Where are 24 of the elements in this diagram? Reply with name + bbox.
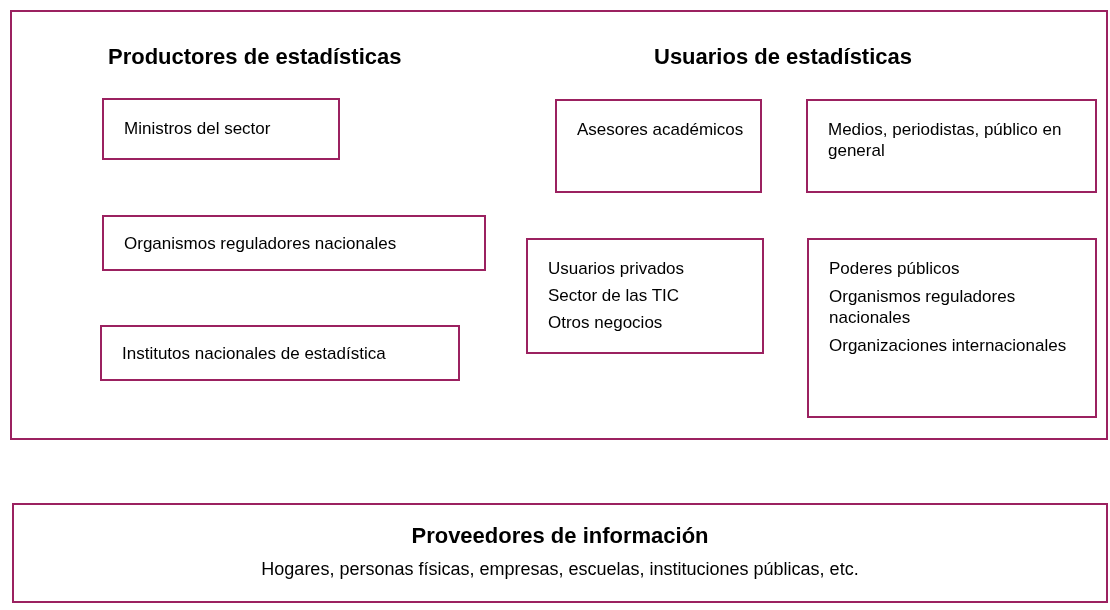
role-text: Institutos nacionales de estadística <box>122 343 387 364</box>
role-box <box>526 238 764 354</box>
role-text: Usuarios privados <box>548 258 686 279</box>
provider-panel <box>12 503 1108 603</box>
role-text: Organizaciones internacionales <box>829 335 1068 356</box>
role-text: Otros negocios <box>548 312 664 333</box>
column-heading: Usuarios de estadísticas <box>654 44 912 70</box>
role-box <box>807 238 1097 418</box>
role-box <box>806 99 1097 193</box>
role-box <box>100 325 460 381</box>
role-box <box>102 215 486 271</box>
role-text: Sector de las TIC <box>548 285 681 306</box>
group-panel <box>10 10 1108 440</box>
role-text: Organismos reguladores nacionales <box>829 286 1017 328</box>
role-box <box>102 98 340 160</box>
role-box <box>555 99 762 193</box>
role-text: Organismos reguladores nacionales <box>124 233 398 254</box>
role-text: Medios, periodistas, público en general <box>828 119 1063 161</box>
column-heading: Productores de estadísticas <box>108 44 402 70</box>
provider-list: Hogares, personas físicas, empresas, escuelas, instituciones públicas, etc. <box>14 559 1106 580</box>
role-text: Poderes públicos <box>829 258 961 279</box>
role-text: Asesores académicos <box>577 119 744 140</box>
role-text: Ministros del sector <box>124 118 272 139</box>
panel-heading: Proveedores de información <box>410 525 710 546</box>
